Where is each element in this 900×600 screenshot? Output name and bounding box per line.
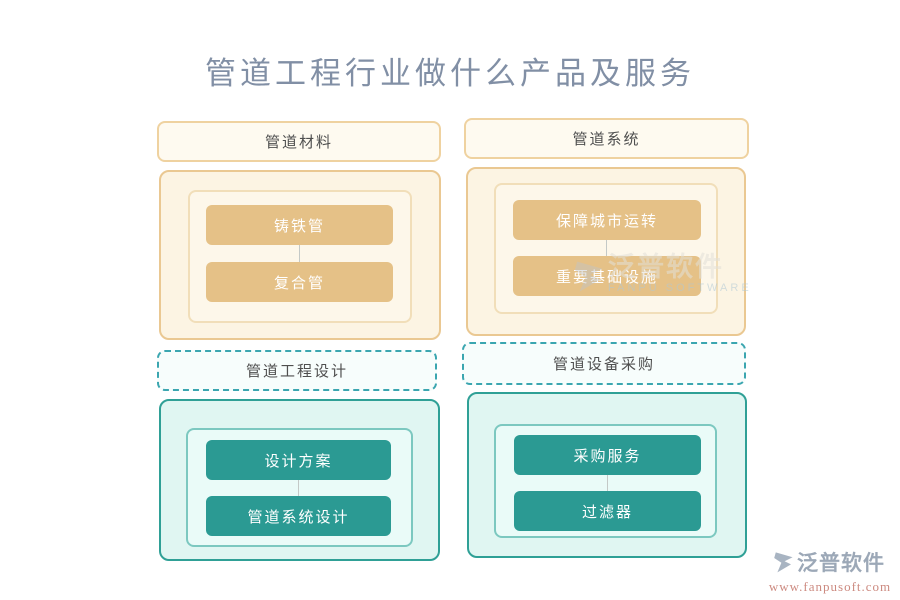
node-filter[interactable]: 过滤器: [514, 491, 701, 531]
node-pipe-system-design[interactable]: 管道系统设计: [206, 496, 391, 536]
node-design-scheme[interactable]: 设计方案: [206, 440, 391, 480]
header-label: 管道工程设计: [245, 363, 348, 380]
watermark-name: 泛普软件: [797, 552, 885, 575]
page-title: 管道工程行业做什么产品及服务: [205, 56, 695, 91]
fanpu-logo-icon: [764, 548, 793, 576]
watermark-center: 泛普软件 FANPU SOFTWARE: [558, 252, 752, 300]
header-pipe-systems: 管道系统: [464, 118, 749, 159]
watermark-corner-row: 泛普软件: [763, 546, 897, 578]
node-city-operation[interactable]: 保障城市运转: [513, 200, 701, 240]
header-pipe-materials: 管道材料: [157, 121, 441, 162]
header-label: 管道系统: [572, 131, 641, 148]
node-key-infrastructure[interactable]: 重要基础设施: [513, 256, 701, 296]
node-composite-pipe[interactable]: 复合管: [206, 262, 393, 302]
connector-line: [607, 475, 608, 491]
watermark-caption: FANPU SOFTWARE: [608, 282, 752, 294]
header-label: 管道设备采购: [552, 356, 655, 373]
watermark-center-text: 泛普软件 FANPU SOFTWARE: [608, 252, 752, 294]
watermark-name: 泛普软件: [608, 252, 724, 282]
connector-line: [298, 480, 299, 496]
header-pipe-engineering-design: 管道工程设计: [157, 350, 437, 391]
watermark-url: www.fanpusoft.com: [768, 579, 892, 594]
node-procurement-service[interactable]: 采购服务: [514, 435, 701, 475]
connector-line: [606, 240, 607, 256]
header-pipe-equipment-procurement: 管道设备采购: [462, 342, 746, 385]
fanpu-logo-icon: [560, 255, 603, 297]
connector-line: [299, 245, 300, 262]
node-cast-iron-pipe[interactable]: 铸铁管: [206, 205, 393, 245]
header-label: 管道材料: [264, 134, 333, 151]
watermark-corner: 泛普软件 www.fanpusoft.com: [763, 546, 897, 595]
